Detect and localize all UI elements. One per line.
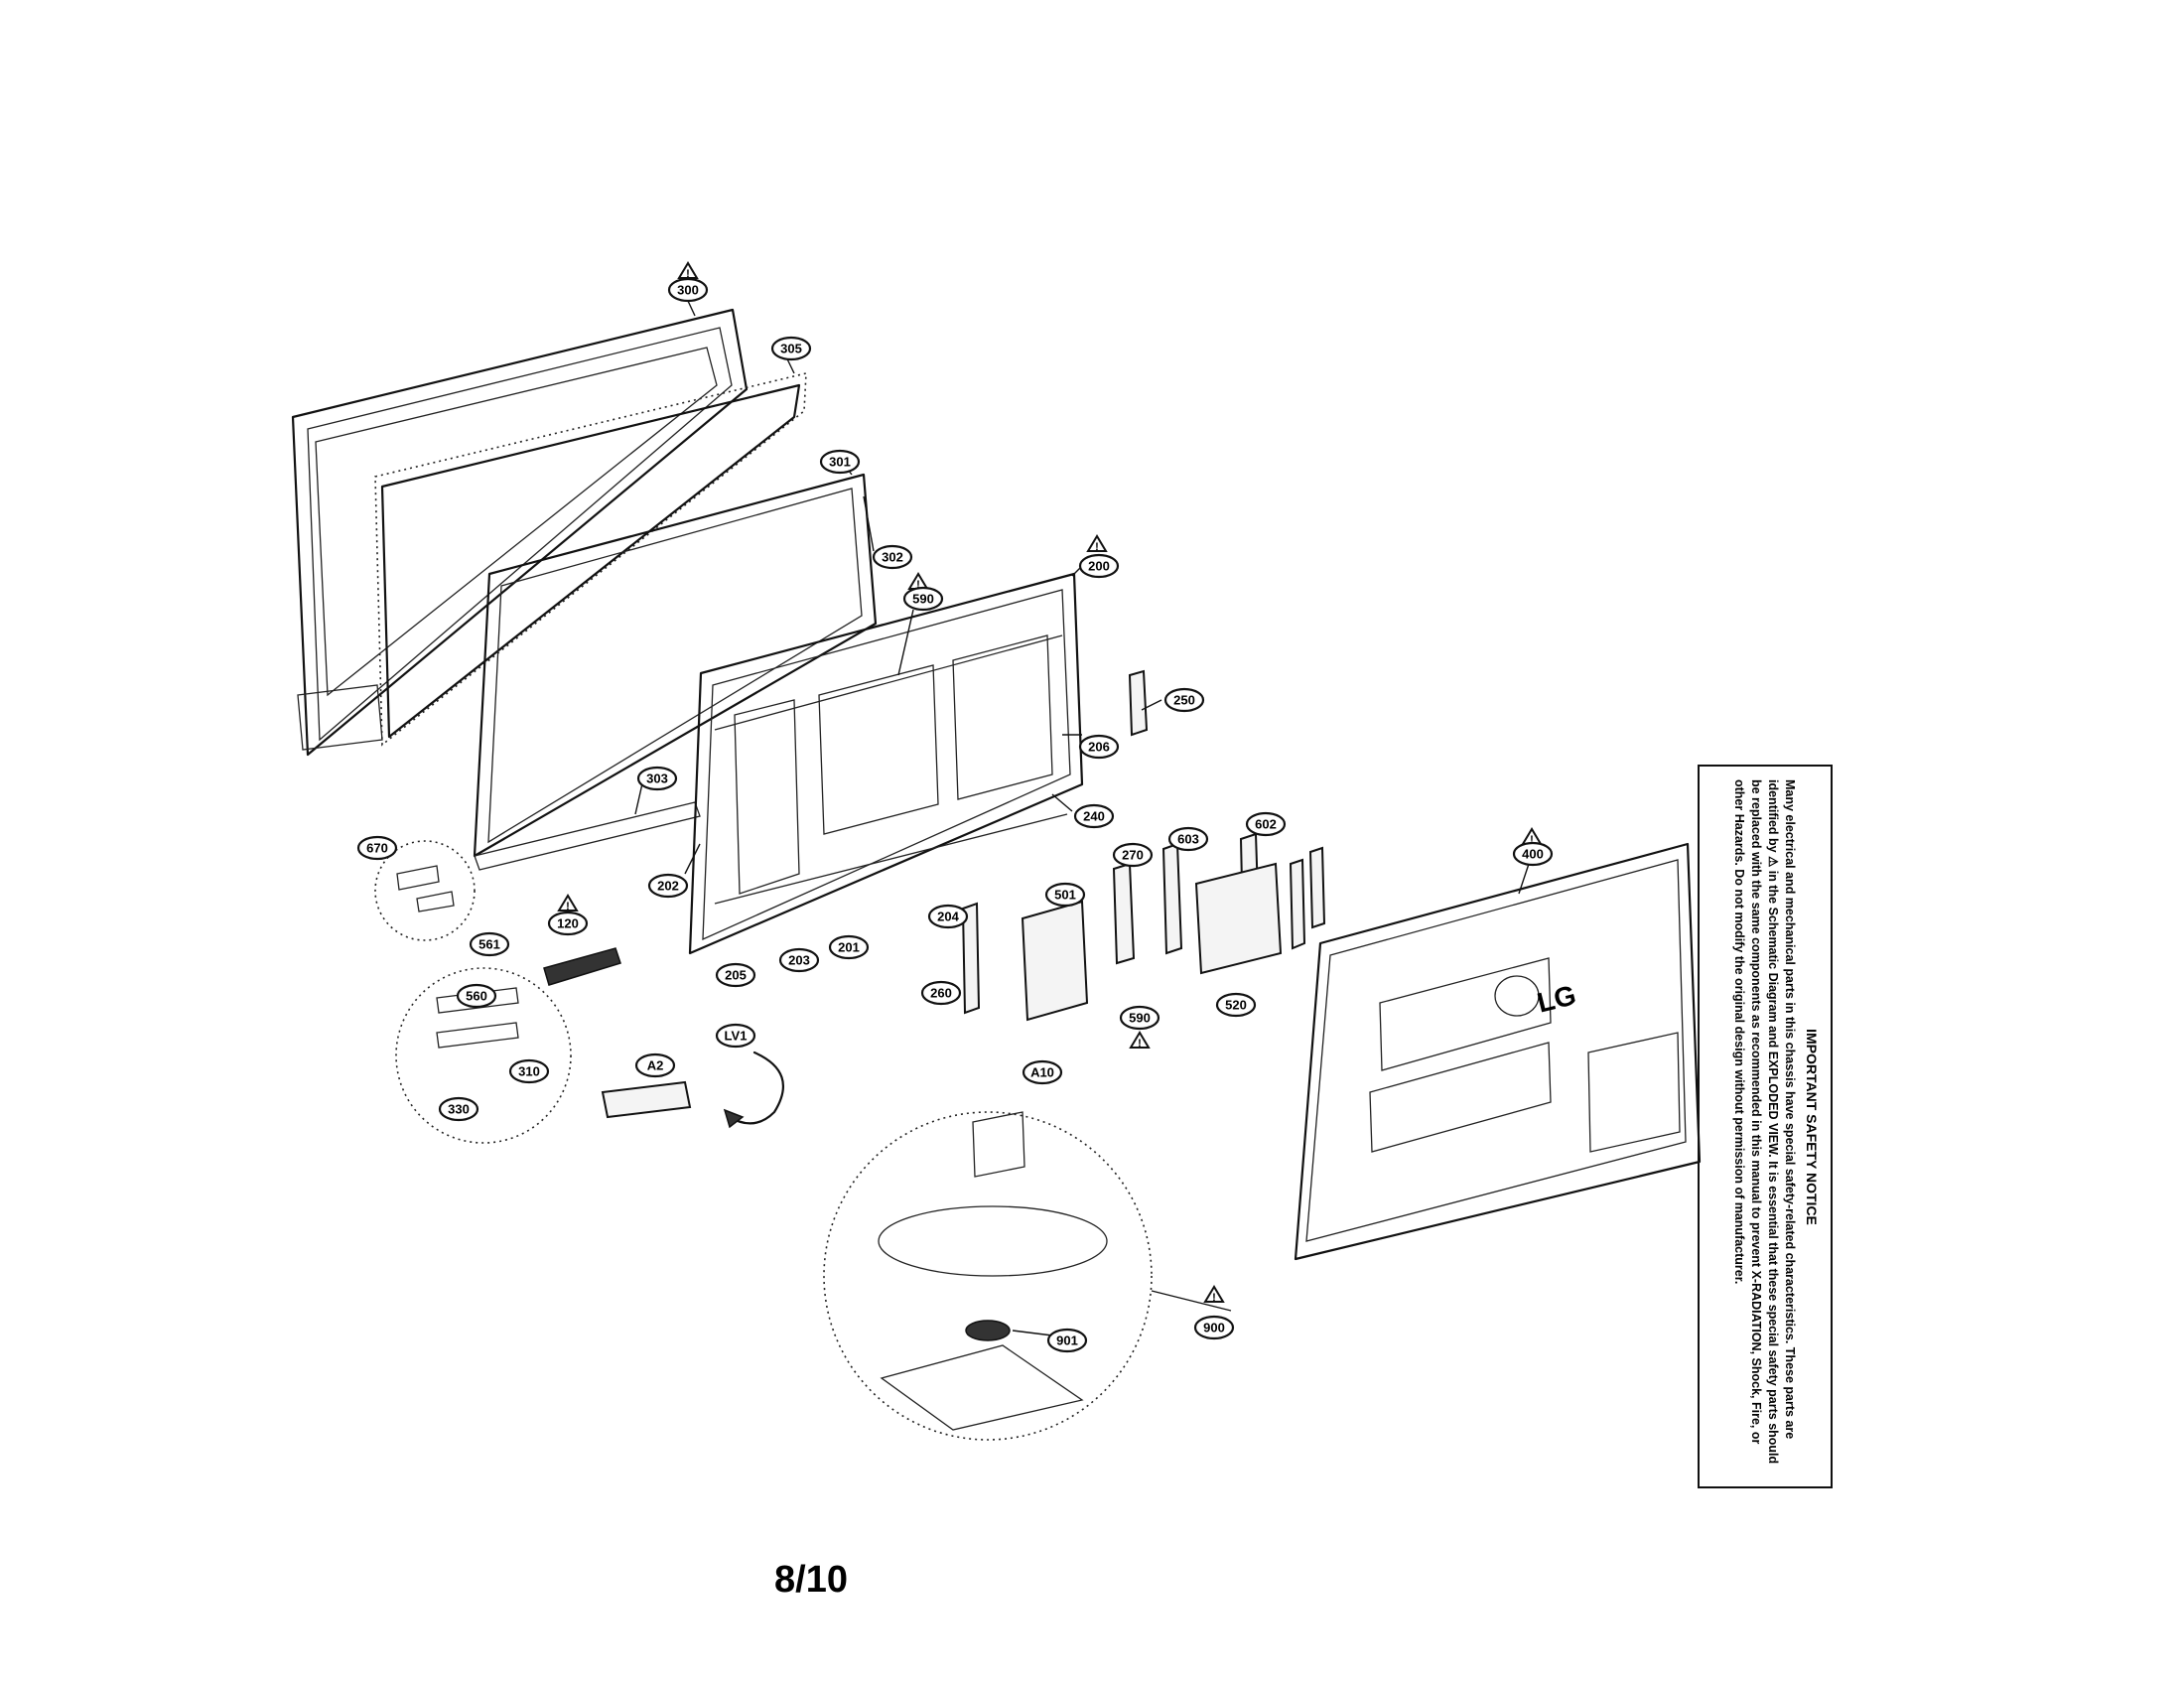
front-glass: [374, 371, 807, 747]
safety-notice-body: Many electrical and mechanical parts in …: [1732, 778, 1797, 1464]
part-label-310: 310: [508, 1058, 550, 1084]
svg-text:670: 670: [366, 841, 388, 856]
part-label-330: 330: [438, 1096, 479, 1122]
part-label-561: 561: [469, 931, 510, 957]
part-label-201: 201: [828, 934, 870, 960]
svg-text:560: 560: [466, 989, 487, 1004]
svg-text:LV1: LV1: [725, 1029, 748, 1044]
part-label-260: 260: [920, 980, 962, 1006]
part-label-900: 900: [1193, 1315, 1235, 1340]
svg-text:303: 303: [646, 772, 668, 786]
svg-text:590: 590: [912, 592, 934, 607]
part-label-A10: A10: [1022, 1059, 1063, 1085]
svg-text:330: 330: [448, 1102, 470, 1117]
part-label-603: 603: [1167, 826, 1209, 852]
part-label-A2: A2: [634, 1052, 676, 1078]
part-label-202: 202: [647, 873, 689, 899]
svg-text:!: !: [686, 268, 690, 280]
part-label-400: 400: [1512, 841, 1554, 867]
svg-text:!: !: [916, 579, 920, 591]
svg-text:900: 900: [1203, 1321, 1225, 1335]
part-label-302: 302: [872, 544, 913, 570]
svg-text:A10: A10: [1030, 1065, 1054, 1080]
part-label-204: 204: [927, 904, 969, 929]
part-label-206: 206: [1078, 734, 1120, 760]
warning-icon: !: [1086, 534, 1108, 553]
svg-text:400: 400: [1522, 847, 1544, 862]
svg-text:250: 250: [1173, 693, 1195, 708]
part-label-200: 200: [1078, 553, 1120, 579]
svg-text:260: 260: [930, 986, 952, 1001]
part-label-240: 240: [1073, 803, 1115, 829]
warning-icon: !: [1129, 1031, 1151, 1050]
small-parts: [374, 669, 1326, 1441]
svg-text:602: 602: [1255, 817, 1277, 832]
part-label-301: 301: [819, 449, 861, 475]
part-label-520: 520: [1215, 992, 1257, 1018]
svg-text:202: 202: [657, 879, 679, 894]
svg-text:305: 305: [780, 342, 802, 356]
svg-text:206: 206: [1088, 740, 1110, 755]
warning-icon: !: [1203, 1285, 1225, 1304]
part-label-590-bottom: 590: [1119, 1005, 1160, 1031]
safety-notice-title: IMPORTANT SAFETY NOTICE: [1804, 1028, 1820, 1225]
part-label-305: 305: [770, 336, 812, 361]
safety-notice-box: IMPORTANT SAFETY NOTICE Many electrical …: [1698, 765, 1833, 1488]
warning-icon: !: [677, 261, 699, 280]
svg-text:201: 201: [838, 940, 860, 955]
part-label-LV1: LV1: [715, 1023, 756, 1049]
svg-text:603: 603: [1177, 832, 1199, 847]
warning-markers: ! ! ! ! ! ! !: [557, 261, 1543, 1304]
svg-text:302: 302: [882, 550, 903, 565]
svg-text:310: 310: [518, 1064, 540, 1079]
svg-text:270: 270: [1122, 848, 1144, 863]
part-label-901: 901: [1046, 1328, 1088, 1353]
safety-notice-content: IMPORTANT SAFETY NOTICE Many electrical …: [1710, 779, 1820, 1474]
svg-text:!: !: [566, 901, 570, 912]
svg-text:590: 590: [1129, 1011, 1151, 1026]
part-label-602: 602: [1245, 811, 1287, 837]
part-label-300: 300: [667, 277, 709, 303]
svg-text:205: 205: [725, 968, 747, 983]
svg-text:!: !: [1212, 1292, 1216, 1304]
part-label-560: 560: [456, 983, 497, 1009]
svg-text:!: !: [1138, 1038, 1142, 1050]
svg-text:501: 501: [1054, 888, 1076, 903]
lg-logo: LG: [1534, 979, 1578, 1018]
part-label-501: 501: [1044, 882, 1086, 908]
svg-text:200: 200: [1088, 559, 1110, 574]
part-label-670: 670: [356, 835, 398, 861]
part-label-120: 120: [547, 911, 589, 936]
svg-text:561: 561: [478, 937, 500, 952]
part-label-303: 303: [636, 766, 678, 791]
svg-text:203: 203: [788, 953, 810, 968]
warning-icon: !: [557, 894, 579, 912]
part-label-590-top: 590: [902, 586, 944, 612]
part-label-205: 205: [715, 962, 756, 988]
part-label-250: 250: [1163, 687, 1205, 713]
svg-text:A2: A2: [647, 1058, 664, 1073]
pdp-module: [688, 572, 1084, 955]
svg-text:300: 300: [677, 283, 699, 298]
front-cabinet: [291, 308, 749, 757]
page-number: 8/10: [774, 1559, 848, 1601]
svg-text:!: !: [1530, 834, 1534, 846]
part-label-203: 203: [778, 947, 820, 973]
svg-text:120: 120: [557, 916, 579, 931]
svg-text:240: 240: [1083, 809, 1105, 824]
svg-text:901: 901: [1056, 1333, 1078, 1348]
svg-text:!: !: [1095, 541, 1099, 553]
panel-frame: [473, 473, 878, 871]
svg-text:204: 204: [937, 910, 959, 924]
back-cover: LG: [1294, 842, 1702, 1261]
svg-text:301: 301: [829, 455, 851, 470]
svg-text:520: 520: [1225, 998, 1247, 1013]
part-label-270: 270: [1112, 842, 1154, 868]
